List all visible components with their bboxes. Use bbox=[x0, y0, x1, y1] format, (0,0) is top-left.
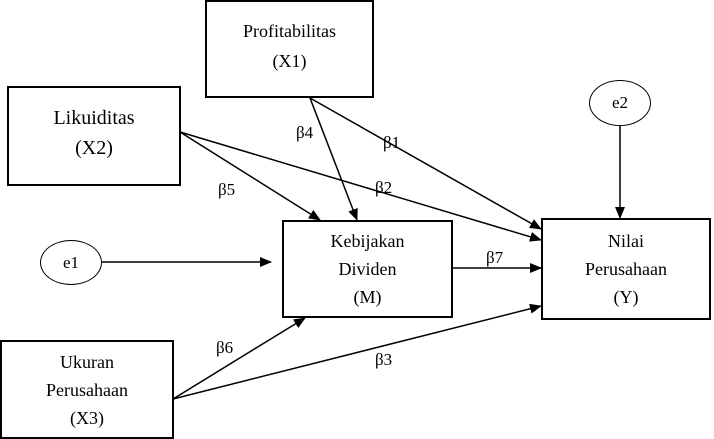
node-likuiditas: Likuiditas (X2) bbox=[7, 86, 181, 186]
arrow-x2-to-y bbox=[179, 131, 542, 242]
node-profitabilitas: Profitabilitas (X1) bbox=[205, 0, 374, 98]
path-label-b5: β5 bbox=[218, 180, 236, 199]
arrow-x3-to-m bbox=[172, 317, 306, 400]
node-kebijakan-dividen: Kebijakan Dividen (M) bbox=[282, 220, 453, 318]
node-nilai-name2: Perusahaan bbox=[585, 259, 667, 279]
node-ukuran-perusahaan: Ukuran Perusahaan (X3) bbox=[0, 340, 174, 439]
node-ukuran-name1: Ukuran bbox=[60, 351, 114, 372]
error-e2-label: e2 bbox=[611, 93, 629, 112]
error-e1-oval: e1 bbox=[40, 240, 102, 285]
node-ukuran-code: (X3) bbox=[70, 407, 104, 428]
node-likuiditas-code: (X2) bbox=[75, 137, 113, 159]
path-label-b2: β2 bbox=[375, 178, 393, 197]
node-nilai-code: (Y) bbox=[613, 287, 639, 307]
node-ukuran-name2: Perusahaan bbox=[46, 379, 128, 400]
arrow-x1-to-m bbox=[309, 97, 358, 221]
node-likuiditas-name: Likuiditas bbox=[53, 107, 135, 129]
node-nilai-name1: Nilai bbox=[608, 231, 644, 251]
node-profitabilitas-name: Profitabilitas bbox=[243, 21, 336, 41]
path-label-b3: β3 bbox=[375, 350, 393, 369]
node-nilai-perusahaan: Nilai Perusahaan (Y) bbox=[541, 218, 711, 320]
node-kebijakan-code: (M) bbox=[353, 287, 382, 307]
path-label-b7: β7 bbox=[486, 248, 504, 267]
error-e2-oval: e2 bbox=[589, 80, 651, 126]
node-kebijakan-name2: Dividen bbox=[338, 259, 397, 279]
error-e1-label: e1 bbox=[62, 252, 80, 272]
arrow-x1-to-y bbox=[309, 97, 542, 230]
path-label-b1: β1 bbox=[383, 133, 401, 152]
node-kebijakan-name1: Kebijakan bbox=[330, 231, 405, 251]
node-profitabilitas-code: (X1) bbox=[272, 51, 307, 71]
path-label-b6: β6 bbox=[216, 338, 234, 357]
arrow-x3-to-y bbox=[172, 303, 542, 400]
arrow-x2-to-m bbox=[179, 131, 321, 221]
path-label-b4: β4 bbox=[296, 123, 314, 142]
